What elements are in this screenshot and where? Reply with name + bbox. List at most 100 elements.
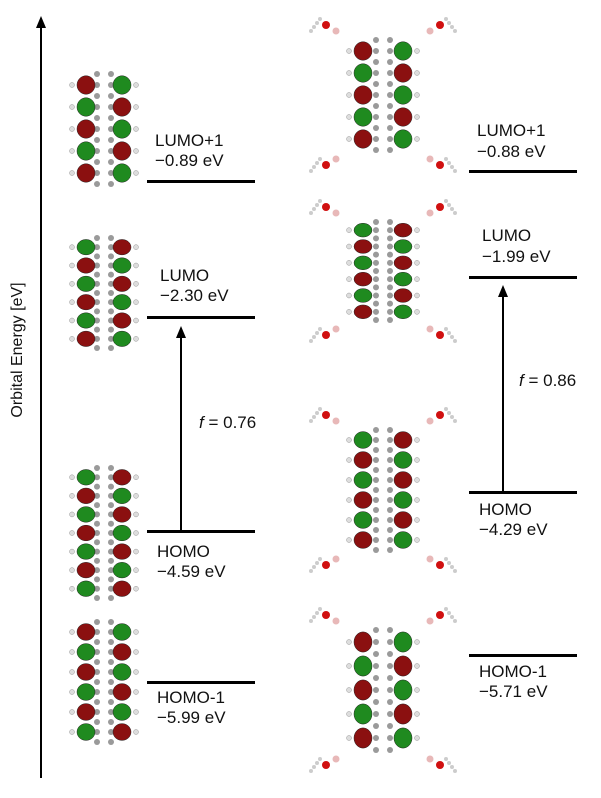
carbon-atom: [373, 437, 379, 443]
hydrogen-atom: [133, 530, 139, 536]
orbital-lobe: [112, 487, 132, 504]
hydrogen-atom: [133, 126, 139, 132]
right-lumo-level: [469, 276, 577, 279]
carbon-atom: [373, 675, 379, 681]
left-homo1-orbital-image: [69, 619, 139, 745]
carbon-atom: [387, 59, 393, 65]
orbital-lobe: [112, 663, 132, 681]
oxygen-atom: [436, 21, 444, 29]
carbon-atom: [108, 548, 114, 555]
carbon-atom: [108, 492, 114, 499]
orbital-lobe: [76, 239, 96, 256]
orbital-lobe: [393, 451, 413, 469]
hydrogen-atom: [133, 474, 139, 481]
carbon-atom: [108, 115, 114, 121]
hydrogen-atom: [346, 136, 352, 142]
right-homo1-energy: −5.71 eV: [479, 682, 548, 701]
energy-axis-line: [40, 28, 42, 778]
carbon-atom: [373, 276, 379, 283]
orbital-lobe: [393, 471, 413, 489]
carbon-atom: [94, 159, 100, 165]
carbon-atom: [94, 253, 100, 260]
hydrogen-atom: [133, 104, 139, 110]
hydrogen-atom: [69, 709, 75, 715]
hydrogen-atom: [133, 262, 139, 269]
hydrogen-atom: [133, 148, 139, 154]
carbon-atom: [94, 649, 100, 655]
hydrogen-atom: [346, 114, 352, 120]
boron-atom: [332, 617, 340, 625]
methyl-atom: [315, 331, 319, 335]
orbital-lobe: [76, 543, 96, 560]
methyl-atom: [312, 415, 316, 419]
hydrogen-atom: [346, 243, 352, 250]
hydrogen-atom: [69, 493, 75, 499]
hydrogen-atom: [346, 497, 352, 503]
left-lumo1-orbital-image: [69, 71, 139, 187]
methyl-atom: [312, 565, 316, 569]
carbon-atom: [108, 148, 114, 154]
methyl-atom: [450, 565, 454, 569]
hydrogen-atom: [414, 227, 420, 233]
orbital-lobe: [76, 330, 96, 347]
carbon-atom: [108, 345, 114, 351]
hydrogen-atom: [69, 244, 75, 250]
carbon-atom: [94, 290, 100, 296]
hydrogen-atom: [414, 70, 420, 76]
carbon-atom: [373, 507, 379, 513]
left-homo1-level: [147, 681, 255, 684]
boron-atom: [426, 209, 434, 217]
methyl-atom: [444, 199, 448, 203]
carbon-atom: [108, 483, 114, 490]
orbital-lobe: [76, 580, 96, 597]
orbital-lobe: [353, 107, 373, 127]
methyl-atom: [318, 607, 322, 611]
right-homo-energy: −4.29 eV: [479, 520, 548, 539]
carbon-atom: [373, 487, 379, 493]
hydrogen-atom: [69, 729, 75, 735]
oxygen-atom: [436, 203, 444, 211]
carbon-atom: [94, 317, 100, 324]
hydrogen-atom: [69, 548, 75, 555]
orbital-lobe: [353, 129, 373, 149]
orbital-lobe: [112, 312, 132, 329]
left-homo1-energy: −5.99 eV: [157, 708, 226, 727]
methyl-atom: [450, 25, 454, 29]
orbital-lobe: [393, 288, 413, 303]
methyl-atom: [315, 411, 319, 415]
hydrogen-atom: [133, 689, 139, 695]
carbon-atom: [387, 477, 393, 483]
carbon-atom: [387, 37, 393, 43]
methyl-atom: [450, 207, 454, 211]
orbital-lobe: [112, 163, 132, 183]
carbon-atom: [108, 567, 114, 574]
oxygen-atom: [322, 21, 330, 29]
orbital-lobe: [353, 631, 373, 653]
right-f-symbol: f: [519, 371, 524, 390]
orbital-lobe: [76, 506, 96, 523]
carbon-atom: [94, 82, 100, 88]
carbon-atom: [94, 719, 100, 725]
methyl-atom: [318, 757, 322, 761]
orbital-lobe: [112, 543, 132, 560]
carbon-atom: [387, 136, 393, 142]
orbital-lobe: [76, 257, 96, 274]
methyl-atom: [318, 157, 322, 161]
hydrogen-atom: [414, 437, 420, 443]
carbon-atom: [387, 235, 393, 242]
carbon-atom: [108, 520, 114, 527]
right-homo-level: [469, 491, 577, 494]
orbital-lobe: [393, 679, 413, 701]
orbital-lobe: [393, 85, 413, 105]
orbital-lobe: [112, 141, 132, 161]
orbital-lobe: [353, 41, 373, 61]
hydrogen-atom: [414, 639, 420, 645]
carbon-atom: [373, 467, 379, 473]
carbon-atom: [108, 739, 114, 745]
carbon-atom: [373, 497, 379, 503]
carbon-atom: [387, 284, 393, 291]
orbital-lobe: [353, 85, 373, 105]
carbon-atom: [387, 103, 393, 109]
carbon-atom: [108, 159, 114, 165]
methyl-atom: [447, 161, 451, 165]
